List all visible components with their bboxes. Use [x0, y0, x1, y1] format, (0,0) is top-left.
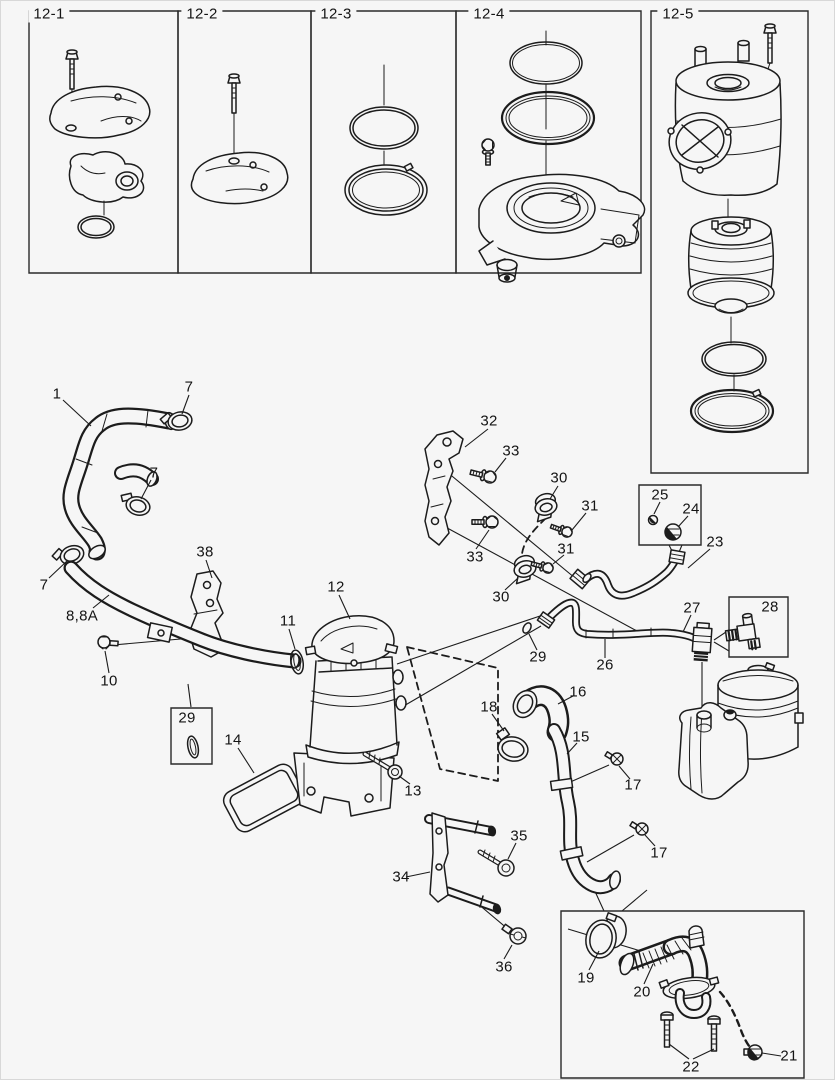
- callout-22: 22: [682, 1058, 700, 1076]
- callout-33: 33: [466, 548, 484, 566]
- callout-35: 35: [510, 827, 528, 845]
- callout-20: 20: [633, 983, 651, 1001]
- part-nut-21: [744, 1045, 762, 1061]
- dashed-lines: [407, 518, 753, 1050]
- part-box-28: [724, 597, 788, 657]
- panel-boxes: [29, 11, 808, 473]
- callout-28: 28: [761, 598, 779, 616]
- callout-30: 30: [550, 469, 568, 487]
- callout-7: 7: [39, 576, 49, 594]
- part-box-19-22: [561, 911, 804, 1078]
- part-oring-29-pipe: [521, 621, 533, 634]
- callout-14: 14: [224, 731, 242, 749]
- panel-12-1-parts: [50, 49, 150, 238]
- part-hose-20: [618, 926, 719, 1014]
- callout-7: 7: [149, 464, 159, 482]
- callout-17: 17: [650, 844, 668, 862]
- callout-21: 21: [780, 1047, 798, 1065]
- callout-17: 17: [624, 776, 642, 794]
- callout-27: 27: [683, 599, 701, 617]
- callout-7: 7: [184, 378, 194, 396]
- part-reservoir: [679, 663, 803, 799]
- panel-12-2-parts: [191, 73, 287, 204]
- callout-15: 15: [572, 728, 590, 746]
- callout-11: 11: [279, 612, 297, 630]
- part-box-24-25: [639, 485, 701, 545]
- part-pipe-23: [570, 550, 685, 596]
- part-hose-1: [71, 410, 177, 561]
- panel-12-4-parts: [479, 31, 645, 282]
- part-pipe-26: [537, 603, 712, 662]
- callout-19: 19: [577, 969, 595, 987]
- panel-12-3-parts: [345, 65, 427, 215]
- callout-8-8A: 8,8A: [65, 607, 99, 625]
- callout-31: 31: [581, 497, 599, 515]
- callout-25: 25: [651, 486, 669, 504]
- panel-label-12-1: 12-1: [28, 5, 70, 23]
- panel-label-12-4: 12-4: [468, 5, 510, 23]
- part-bolt-35: [480, 850, 514, 876]
- leader-lines: [49, 395, 781, 1059]
- part-clamp-19: [583, 913, 629, 961]
- callout-18: 18: [480, 698, 498, 716]
- callout-34: 34: [392, 868, 410, 886]
- part-bolts-33: [468, 465, 499, 529]
- part-bolt-13: [365, 752, 402, 779]
- panel-label-12-5: 12-5: [657, 5, 699, 23]
- part-elbow-16: [509, 686, 559, 732]
- part-fitting-27-end: [692, 622, 713, 662]
- part-bolt-36: [502, 924, 526, 944]
- callout-33: 33: [502, 442, 520, 460]
- part-hose-15: [551, 730, 622, 890]
- callout-29: 29: [178, 709, 196, 727]
- part-oring-29-box: [171, 684, 212, 764]
- part-bolt-10: [98, 636, 118, 649]
- callout-10: 10: [100, 672, 118, 690]
- callout-32: 32: [480, 412, 498, 430]
- callout-13: 13: [404, 782, 422, 800]
- part-bracket-34: [429, 813, 502, 915]
- callout-23: 23: [706, 533, 724, 551]
- callout-12: 12: [327, 578, 345, 596]
- callout-38: 38: [196, 543, 214, 561]
- callout-1: 1: [52, 385, 62, 403]
- callout-29: 29: [529, 648, 547, 666]
- callout-24: 24: [682, 500, 700, 518]
- callout-36: 36: [495, 958, 513, 976]
- part-oring-11: [289, 649, 305, 675]
- callout-31: 31: [557, 540, 575, 558]
- panel-label-12-2: 12-2: [181, 5, 223, 23]
- part-bolts-22: [661, 1012, 720, 1051]
- part-pump-12: [294, 616, 406, 816]
- callout-30: 30: [492, 588, 510, 606]
- panel-12-5-parts: [663, 23, 781, 432]
- callout-26: 26: [596, 656, 614, 674]
- panel-label-12-3: 12-3: [315, 5, 357, 23]
- part-clamp-18: [496, 728, 530, 764]
- callout-16: 16: [569, 683, 587, 701]
- part-bracket-32: [425, 431, 463, 545]
